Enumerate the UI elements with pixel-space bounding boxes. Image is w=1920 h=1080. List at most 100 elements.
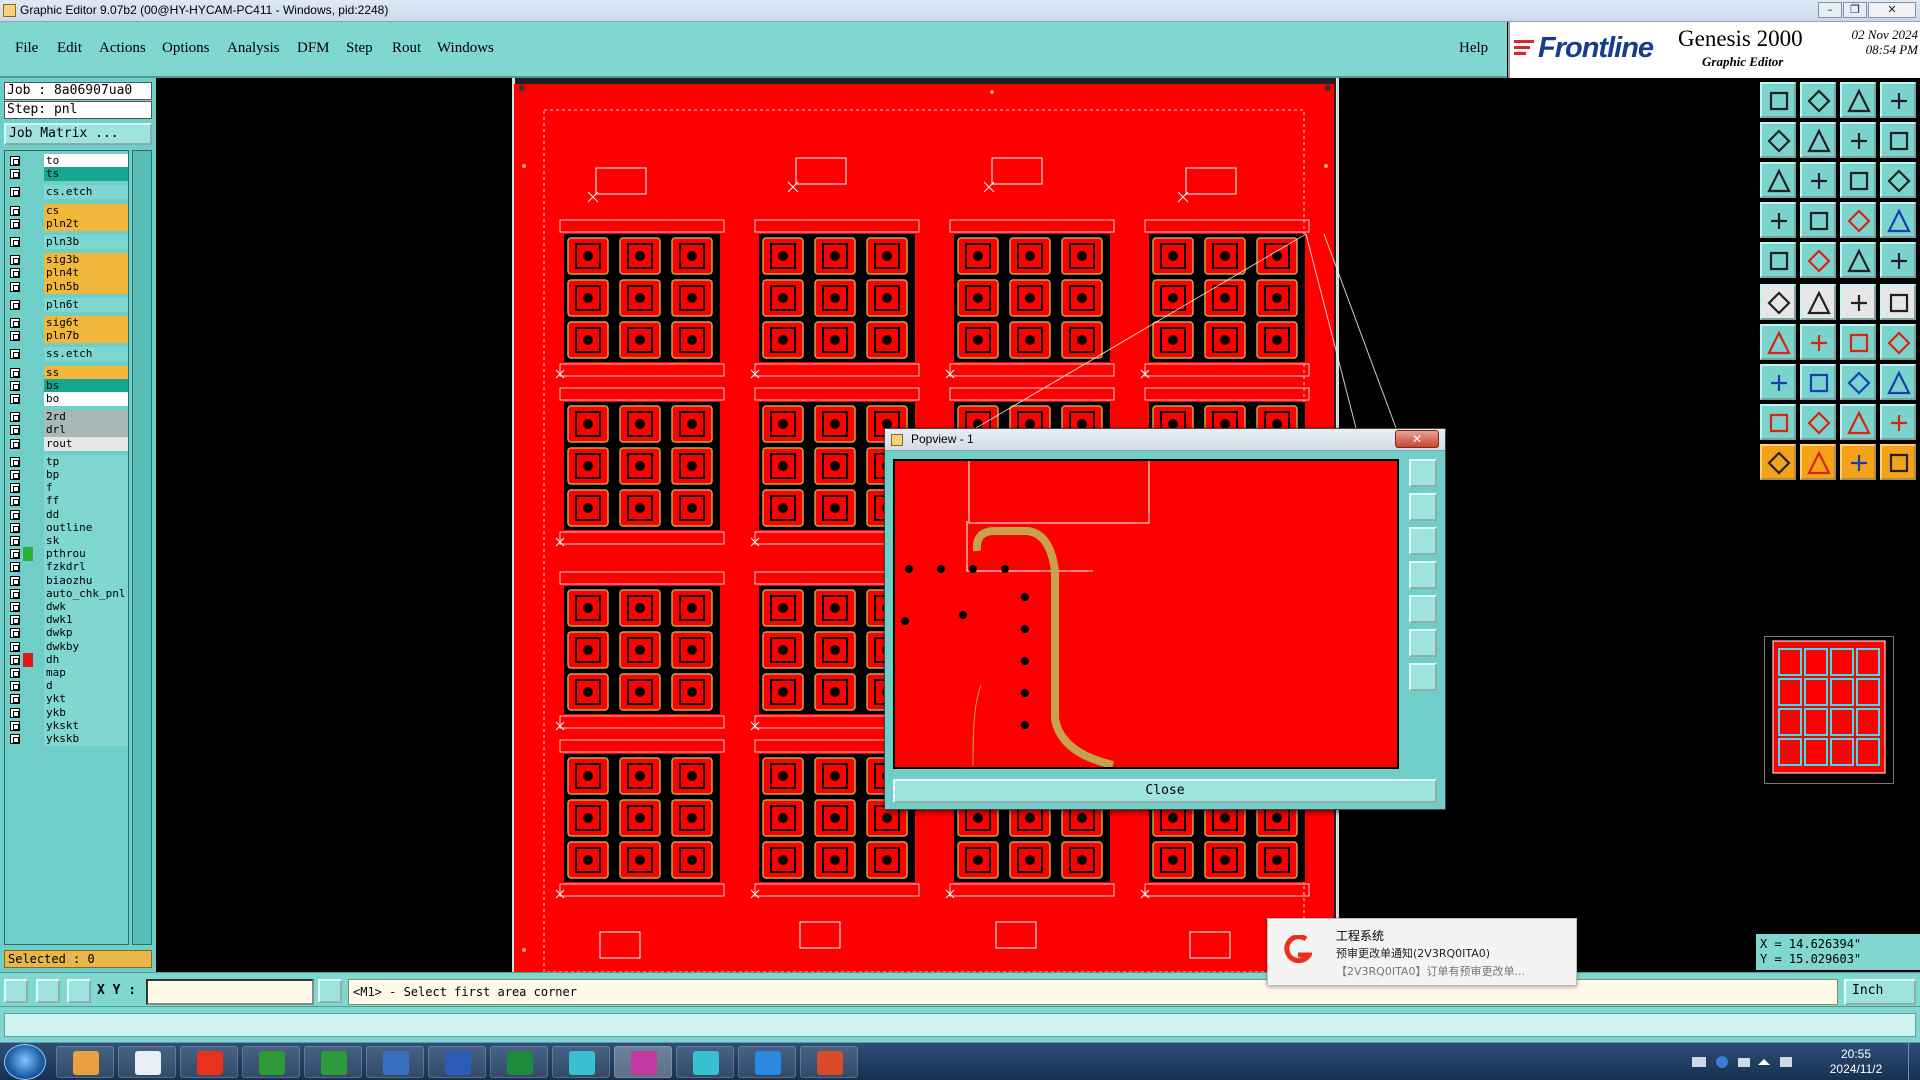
layer-color-swatch[interactable] — [23, 154, 33, 168]
layer-checkbox[interactable] — [10, 169, 20, 180]
save-tool-button[interactable] — [1800, 82, 1836, 118]
layer-color-swatch[interactable] — [23, 423, 33, 437]
taskbar-app-eye2[interactable] — [676, 1046, 734, 1078]
layer-checkbox[interactable] — [10, 483, 20, 494]
toast-notification[interactable]: 工程系统 预审更改单通知(2V3RQ0ITA0) 【2V3RQ0ITA0】订单有… — [1267, 918, 1577, 986]
layer-row-2rd[interactable]: 2rd — [7, 410, 128, 425]
layer-checkbox[interactable] — [10, 255, 20, 266]
layer-color-swatch[interactable] — [23, 185, 33, 199]
layer-color-swatch[interactable] — [23, 600, 33, 614]
dot-tool-button[interactable] — [1880, 242, 1916, 278]
open-tool-button[interactable] — [1760, 82, 1796, 118]
layer-name[interactable]: dd — [44, 507, 128, 522]
layer-row-f[interactable]: f — [7, 481, 128, 496]
shape-tool-button[interactable] — [1880, 364, 1916, 400]
layer-color-swatch[interactable] — [23, 732, 33, 746]
xy-input[interactable] — [146, 979, 314, 1005]
layer-row-dwkby[interactable]: dwkby — [7, 639, 128, 654]
layer-row-ykt[interactable]: ykt — [7, 692, 128, 707]
measure-blue-tool-button[interactable] — [1880, 202, 1916, 238]
taskbar-app-pads2[interactable] — [304, 1046, 362, 1078]
layer-checkbox[interactable] — [10, 536, 20, 546]
layer-name[interactable]: sig3b — [44, 253, 128, 268]
layer-name[interactable]: ykskb — [44, 732, 128, 746]
layer-name[interactable]: biaozhu — [44, 573, 128, 588]
layer-checkbox[interactable] — [10, 522, 20, 533]
arc-tool-button[interactable] — [1840, 324, 1876, 360]
layer-name[interactable]: sig6t — [44, 316, 128, 330]
layer-checkbox[interactable] — [10, 720, 20, 731]
layer-checkbox[interactable] — [10, 509, 20, 520]
layer-color-swatch[interactable] — [23, 706, 33, 720]
taskbar-app-word[interactable] — [428, 1046, 486, 1078]
layer-checkbox[interactable] — [10, 205, 20, 216]
measure-red-tool-button[interactable] — [1840, 202, 1876, 238]
tray-icons[interactable] — [1690, 1054, 1810, 1070]
move-right-tool-button[interactable] — [1800, 122, 1836, 158]
layer-name[interactable]: bp — [44, 468, 128, 482]
layer-color-swatch[interactable] — [23, 329, 33, 343]
flip-tool-button[interactable] — [1840, 122, 1876, 158]
layer-row-sig3b[interactable]: sig3b — [7, 253, 128, 268]
layer-color-swatch[interactable] — [23, 316, 33, 330]
layer-row-pln7b[interactable]: pln7b — [7, 329, 128, 344]
layer-row-pthrou[interactable]: pthrou — [7, 547, 128, 562]
select-tool-button[interactable] — [4, 979, 28, 1003]
layer-row-cs-etch[interactable]: cs.etch — [7, 185, 128, 200]
layer-name[interactable]: dwkby — [44, 639, 128, 654]
layer-checkbox[interactable] — [10, 331, 20, 342]
menu-dfm[interactable]: DFM — [297, 40, 330, 56]
layer-row-to[interactable]: to — [7, 154, 128, 168]
layer-row-dd[interactable]: dd — [7, 507, 128, 522]
popview-tool-3[interactable] — [1409, 527, 1437, 555]
taskbar-app-save-disk[interactable] — [366, 1046, 424, 1078]
layer-row-ss[interactable]: ss — [7, 365, 128, 380]
layer-checkbox[interactable] — [10, 470, 20, 480]
layer-row-ykskt[interactable]: ykskt — [7, 718, 128, 733]
popview-tool-5[interactable] — [1409, 595, 1437, 623]
move-left-tool-button[interactable] — [1760, 122, 1796, 158]
menu-options[interactable]: Options — [162, 40, 210, 56]
layer-name[interactable]: ykb — [44, 705, 128, 720]
layer-checkbox[interactable] — [10, 681, 20, 692]
ruler-tool-button[interactable] — [1840, 242, 1876, 278]
layer-name[interactable]: drl — [44, 423, 128, 438]
layer-row-ss-etch[interactable]: ss.etch — [7, 347, 128, 362]
layer-checkbox[interactable] — [10, 425, 20, 436]
layer-name[interactable]: dh — [44, 652, 128, 667]
layer-checkbox[interactable] — [10, 156, 20, 166]
layer-checkbox[interactable] — [10, 602, 20, 612]
popview-zoom-view[interactable] — [893, 459, 1399, 769]
layer-color-swatch[interactable] — [23, 366, 33, 380]
cross-tool-button[interactable] — [1800, 284, 1836, 320]
layer-color-swatch[interactable] — [23, 692, 33, 706]
layer-name[interactable]: pln6t — [44, 297, 128, 312]
layer-row-fzkdrl[interactable]: fzkdrl — [7, 560, 128, 575]
layer-name[interactable]: dwk — [44, 600, 128, 614]
home-tool-button[interactable] — [1840, 82, 1876, 118]
popview-close-icon[interactable]: ✕ — [1395, 430, 1439, 448]
layer-name[interactable]: outline — [44, 520, 128, 535]
grid-tool-button[interactable] — [1800, 202, 1836, 238]
layer-checkbox[interactable] — [10, 281, 20, 292]
menu-windows[interactable]: Windows — [437, 40, 494, 56]
layer-name[interactable]: pln7b — [44, 329, 128, 344]
layer-color-swatch[interactable] — [23, 679, 33, 693]
layer-row-dwkp[interactable]: dwkp — [7, 626, 128, 641]
popview-tool-4[interactable] — [1409, 561, 1437, 589]
layer-color-swatch[interactable] — [23, 347, 33, 361]
show-desktop-button[interactable] — [1908, 1043, 1920, 1080]
layer-color-swatch[interactable] — [23, 508, 33, 522]
layer-color-swatch[interactable] — [23, 640, 33, 654]
menu-step[interactable]: Step — [346, 40, 373, 56]
layer-checkbox[interactable] — [10, 218, 20, 229]
popview-titlebar[interactable]: Popview - 1 ✕ — [885, 429, 1445, 451]
layer-checkbox[interactable] — [10, 496, 20, 507]
layer-name[interactable]: pthrou — [44, 547, 128, 562]
layer-color-swatch[interactable] — [23, 666, 33, 680]
taskbar-app-x-app[interactable] — [614, 1046, 672, 1078]
layer-row-tp[interactable]: tp — [7, 454, 128, 469]
minus-tool-button[interactable] — [1800, 364, 1836, 400]
stack-tool-button[interactable] — [1760, 202, 1796, 238]
layer-checkbox[interactable] — [10, 394, 20, 404]
